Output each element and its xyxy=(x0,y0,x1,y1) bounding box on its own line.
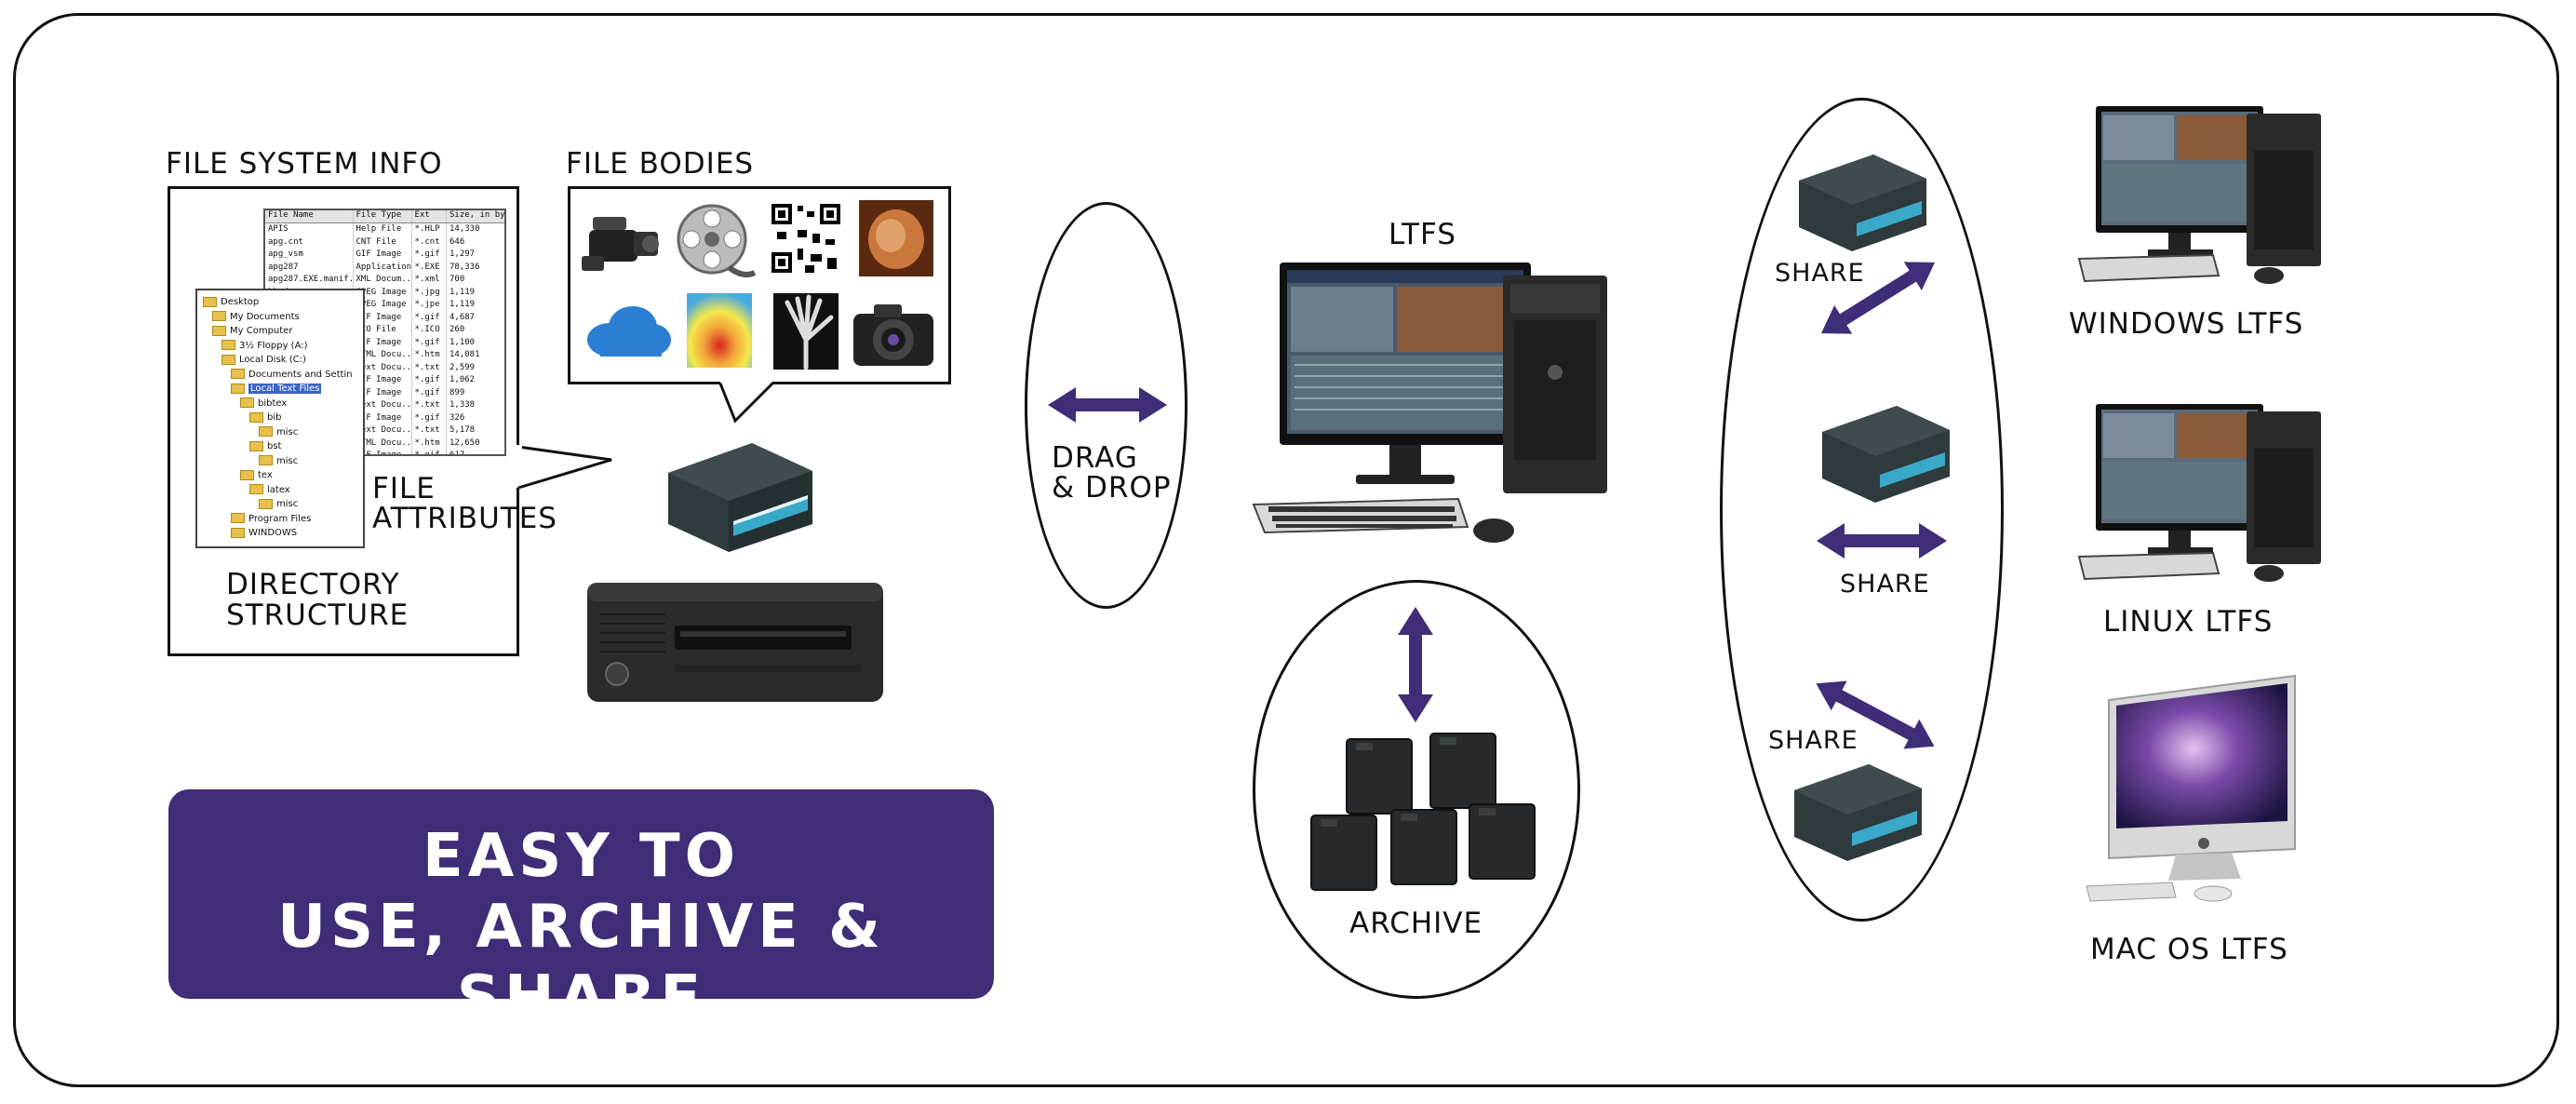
tree-item: Program Files xyxy=(231,513,311,526)
folder-icon xyxy=(221,340,235,350)
tree-item: Documents and Settin xyxy=(231,369,353,382)
folder-icon xyxy=(203,296,217,307)
camera-icon xyxy=(853,304,933,366)
share-label-1: SHARE xyxy=(1775,259,1865,288)
directory-structure-label-line2: STRUCTURE xyxy=(226,599,409,632)
share-arrow-3 xyxy=(1816,680,1935,749)
folder-icon xyxy=(212,325,226,336)
tape-drive xyxy=(587,583,883,702)
mac-workstation xyxy=(2086,674,2296,902)
share-tape-2 xyxy=(1822,406,1950,503)
share-label-3: SHARE xyxy=(1768,726,1858,755)
video-camera-icon xyxy=(582,217,659,271)
folder-icon xyxy=(259,426,273,437)
banner-line-2: USE, ARCHIVE & SHARE xyxy=(277,893,885,1032)
tree-item: WINDOWS xyxy=(231,527,297,540)
folder-icon xyxy=(212,311,226,321)
archive-label: ARCHIVE xyxy=(1349,907,1483,940)
tree-item: My Documents xyxy=(212,311,300,324)
tree-item: Desktop xyxy=(203,296,259,309)
linux-ltfs-label: LINUX LTFS xyxy=(2103,605,2274,639)
ltfs-label: LTFS xyxy=(1389,218,1456,251)
heatmap-icon xyxy=(687,293,752,368)
folder-icon xyxy=(231,369,245,379)
mac-ltfs-label: MAC OS LTFS xyxy=(2090,933,2288,966)
share-tape-1 xyxy=(1799,155,1926,251)
folder-icon xyxy=(231,383,245,394)
file-system-info-label: FILE SYSTEM INFO xyxy=(166,147,443,181)
share-arrow-2 xyxy=(1817,523,1947,559)
tree-item: 3½ Floppy (A:) xyxy=(221,340,308,353)
file-bodies-label: FILE BODIES xyxy=(566,147,755,181)
file-attributes-label-line1: FILE xyxy=(372,472,436,505)
tree-item: misc xyxy=(259,426,298,439)
directory-structure-label-line1: DIRECTORY xyxy=(226,568,400,601)
ultrasound-image-icon xyxy=(859,200,933,276)
tree-item: bib xyxy=(249,411,281,424)
windows-ltfs-label: WINDOWS LTFS xyxy=(2069,307,2304,341)
tree-item: tex xyxy=(240,469,273,482)
folder-icon xyxy=(221,354,235,365)
diagram-frame xyxy=(13,13,2559,1087)
banner-line-1: EASY TO xyxy=(422,822,741,891)
folder-icon xyxy=(259,455,273,465)
tree-item: bst xyxy=(249,440,281,453)
linux-workstation xyxy=(2077,404,2321,582)
archive-arrow xyxy=(1398,607,1433,722)
share-arrow-1 xyxy=(1820,262,1936,334)
cloud-icon xyxy=(587,306,671,357)
folder-icon xyxy=(240,469,254,480)
tree-item: misc xyxy=(259,498,298,511)
tree-item: Local Disk (C:) xyxy=(221,354,306,367)
file-list-header: File Name File Type Ext Size, in bytes xyxy=(265,210,504,223)
tree-item: bibtex xyxy=(240,397,287,411)
folder-icon xyxy=(249,440,263,451)
tree-item: latex xyxy=(249,484,290,497)
drag-drop-label-line2: & DROP xyxy=(1052,471,1172,505)
callout-pointer xyxy=(517,445,612,490)
lto-tape-cartridge xyxy=(668,443,812,552)
folder-icon xyxy=(240,397,254,408)
qr-code-icon xyxy=(770,202,842,275)
tree-item: Local Text Files xyxy=(231,383,322,396)
file-attributes-label-line2: ATTRIBUTES xyxy=(372,502,557,535)
drag-drop-label-line1: DRAG xyxy=(1052,441,1138,475)
file-bodies-box xyxy=(568,186,951,384)
tree-item: misc xyxy=(259,455,298,468)
easy-to-use-banner: EASY TO USE, ARCHIVE & SHARE xyxy=(168,789,994,1032)
tree-item: My Computer xyxy=(212,325,292,338)
folder-icon xyxy=(249,484,263,494)
windows-workstation xyxy=(2077,106,2321,284)
share-label-2: SHARE xyxy=(1840,570,1930,599)
film-reel-icon xyxy=(677,204,757,277)
folder-icon xyxy=(231,527,245,538)
folder-icon xyxy=(249,411,263,423)
file-bodies-pointer xyxy=(718,382,774,424)
folder-icon xyxy=(259,498,273,509)
folder-icon xyxy=(231,513,245,523)
xray-icon xyxy=(773,293,839,370)
archive-tapes xyxy=(1310,733,1536,891)
ltfs-workstation xyxy=(1252,263,1607,543)
share-tape-3 xyxy=(1794,764,1922,861)
drag-drop-arrow xyxy=(1048,387,1167,423)
